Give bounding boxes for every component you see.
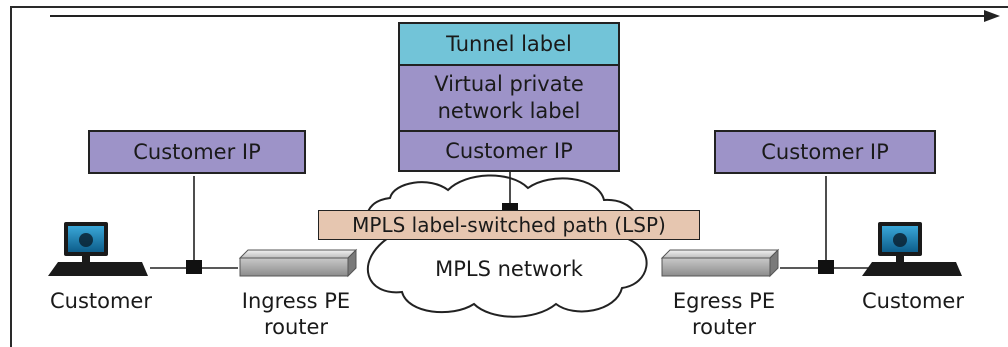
right-customer-ip-text: Customer IP xyxy=(761,139,889,164)
left-junction xyxy=(186,260,202,274)
tunnel-label-box: Tunnel label xyxy=(398,22,620,66)
tunnel-label-text: Tunnel label xyxy=(446,31,572,56)
lsp-label-text: MPLS label-switched path (LSP) xyxy=(352,212,666,237)
right-computer-icon xyxy=(862,222,962,276)
ingress-router-label: Ingress PE router xyxy=(241,289,351,339)
vpn-label-box: Virtual private network label xyxy=(398,64,620,132)
left-computer-icon xyxy=(48,222,148,276)
left-customer-ip-text: Customer IP xyxy=(133,139,261,164)
diagram-frame xyxy=(10,6,1008,347)
left-customer-label: Customer xyxy=(49,289,152,313)
center-customer-ip-box: Customer IP xyxy=(398,130,620,172)
left-customer-ip-box: Customer IP xyxy=(88,130,306,174)
egress-router-icon xyxy=(660,248,780,278)
direction-arrow xyxy=(50,10,1000,22)
mpls-cloud xyxy=(366,174,648,318)
egress-router-label: Egress PE router xyxy=(672,289,776,339)
right-customer-label: Customer xyxy=(861,289,964,313)
ingress-router-icon xyxy=(238,248,358,278)
center-customer-ip-text: Customer IP xyxy=(445,138,573,163)
lsp-label-box: MPLS label-switched path (LSP) xyxy=(318,210,700,240)
right-junction xyxy=(818,260,834,274)
network-label: MPLS network xyxy=(435,257,583,281)
right-customer-ip-box: Customer IP xyxy=(714,130,936,174)
vpn-label-text: Virtual private network label xyxy=(434,72,584,123)
